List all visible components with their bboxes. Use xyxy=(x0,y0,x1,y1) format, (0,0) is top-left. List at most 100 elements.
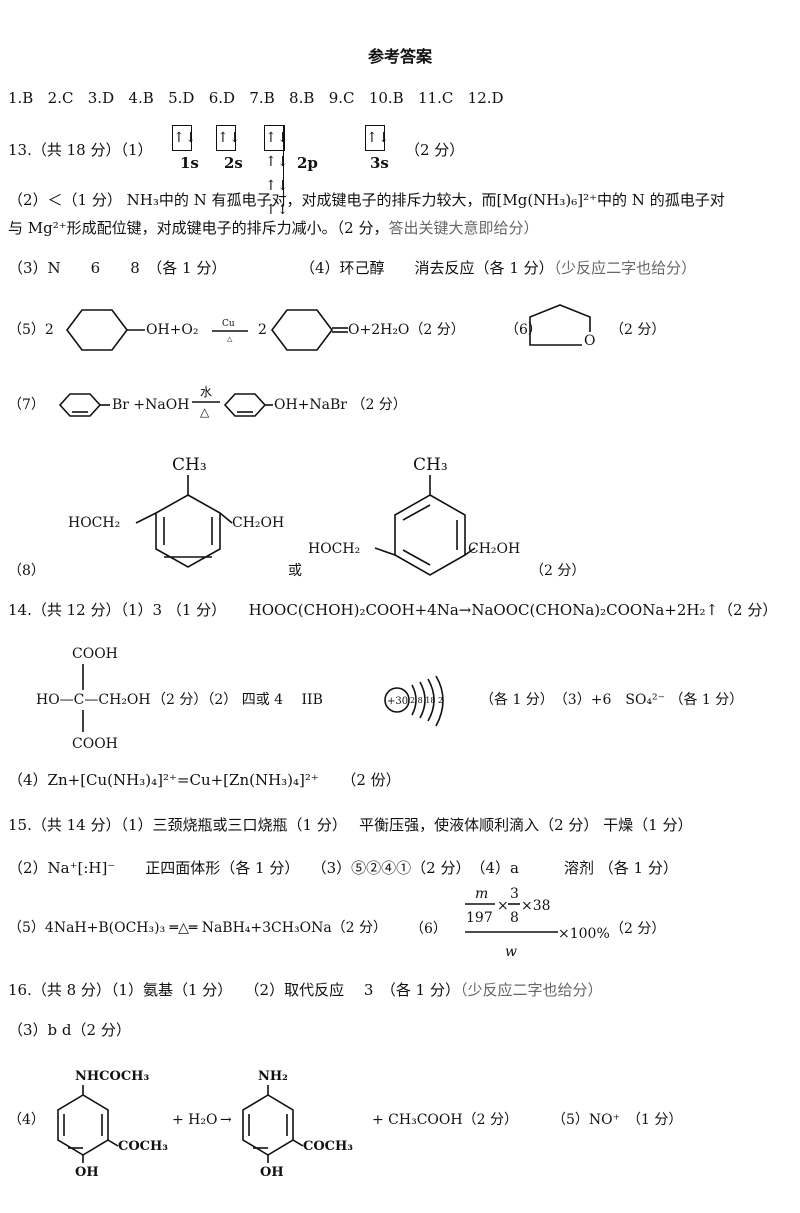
carboxyl: COOH xyxy=(72,736,118,752)
answer: 9.C xyxy=(328,89,355,107)
orbital-2p: ↑↓↑↓↑↓↑↓ xyxy=(264,125,288,218)
bond xyxy=(292,1139,304,1147)
answer: 4.B xyxy=(128,89,154,107)
cyclohexene-ring xyxy=(223,393,267,417)
q13-head: 13.（共 18 分）（1） xyxy=(8,141,153,159)
text: + CH₃COOH（2 分） xyxy=(372,1112,518,1128)
orbital-cell: ↑↓ xyxy=(265,202,289,218)
text: + H₂O xyxy=(172,1112,217,1128)
text: OH+NaBr （2 分） xyxy=(274,397,407,413)
page-title: 参考答案 xyxy=(368,47,433,66)
denominator-197: 197 xyxy=(466,910,493,926)
q14-line3: （4）Zn+[Cu(NH₃)₄]²⁺=Cu+[Zn(NH₃)₄]²⁺ （2 份） xyxy=(8,771,401,789)
note: （少反应二字也给分） xyxy=(553,259,697,277)
score: （2 分） xyxy=(405,141,465,159)
oxygen: O xyxy=(584,333,595,349)
label: （7） xyxy=(8,397,45,413)
text: 与 Mg²⁺形成配位键，对成键电子的排斥力减小。（2 分， xyxy=(8,219,389,237)
text: 16.（共 8 分）（1）氨基（1 分） （2）取代反应 3 （各 1 分） xyxy=(8,981,460,999)
note: 答出关键大意即给分） xyxy=(388,219,539,237)
text: 2 xyxy=(258,322,267,338)
q13-p3: （3）N 6 8 （各 1 分） xyxy=(8,259,227,277)
central-carbon-row: HO—C—CH₂OH xyxy=(36,692,151,708)
score: （2 分） xyxy=(610,322,665,338)
times-100-percent: ×100% xyxy=(558,926,610,942)
orbital-label: 1s xyxy=(180,154,199,172)
orbital-cell: ↑↓ xyxy=(366,130,390,146)
condition: △ xyxy=(227,335,233,343)
q13-p2-line2: 与 Mg²⁺形成配位键，对成键电子的排斥力减小。（2 分，答出关键大意即给分） xyxy=(8,218,539,238)
q16-p4-reaction: （4） NHCOCH₃ COCH₃ OH + H₂O → NH₂ COCH₃ O… xyxy=(8,1069,682,1180)
numerator-m: m xyxy=(475,886,488,902)
q14-p2-3: （各 1 分） （3）+6 SO₄²⁻ （各 1 分） xyxy=(480,692,743,708)
orbital-cell: ↑↓ xyxy=(265,174,288,198)
denominator-8: 8 xyxy=(510,910,519,926)
text: OH+O₂ xyxy=(146,322,199,338)
score: （2 分） xyxy=(610,921,665,937)
answer: 5.D xyxy=(168,89,195,107)
label: （5）2 xyxy=(8,322,54,338)
orbital-label: 2s xyxy=(224,154,243,172)
q16-line1: 16.（共 8 分）（1）氨基（1 分） （2）取代反应 3 （各 1 分）（少… xyxy=(8,980,603,1000)
q15-p6-formula: （6） m 197 × 3 8 ×38 w ×100% （2 分） xyxy=(410,886,665,960)
arrow: → xyxy=(220,1112,232,1128)
q14-p2: （2 分）（2） 四或 4 IIB xyxy=(152,692,323,708)
times-38: ×38 xyxy=(521,898,551,914)
cyclohexane-ring xyxy=(271,309,333,351)
q13-p2-line1: （2）＜（1 分） NH₃中的 N 有孤电子对，对成键电子的排斥力较大，而[Mg… xyxy=(8,191,725,209)
answer: 1.B xyxy=(8,89,34,107)
orbital-cell: ↑↓ xyxy=(217,130,241,146)
bond xyxy=(402,549,431,566)
q14-line1: 14.（共 12 分）（1）3 （1 分） HOOC(CHOH)₂COOH+4N… xyxy=(8,601,778,619)
benzene-ring xyxy=(242,1094,294,1156)
amino-group: NH₂ xyxy=(258,1069,288,1084)
answer: 2.C xyxy=(47,89,74,107)
methyl: CH₃ xyxy=(172,455,207,475)
note: （少反应二字也给分） xyxy=(460,981,603,999)
bond xyxy=(219,512,233,524)
text: （4）环己醇 消去反应（各 1 分） xyxy=(300,259,554,277)
hydroxyl: OH xyxy=(260,1165,284,1180)
orbital-label: 2p xyxy=(297,154,318,172)
acetamido-group: NHCOCH₃ xyxy=(75,1069,149,1084)
thf-ring xyxy=(529,304,591,346)
score: （2 分） xyxy=(530,563,585,579)
q13-p4: （4）环己醇 消去反应（各 1 分）（少反应二字也给分） xyxy=(300,258,696,278)
hydroxymethyl: CH₂OH xyxy=(468,541,520,557)
electron-shells xyxy=(411,675,444,727)
answer: 6.D xyxy=(208,89,236,107)
condition: △ xyxy=(200,405,210,419)
orbital-cell: ↑↓ xyxy=(173,130,197,146)
answer: 11.C xyxy=(418,89,454,107)
bond xyxy=(135,512,157,524)
nuclear-charge: +30 xyxy=(387,696,408,707)
carboxyl: COOH xyxy=(72,646,118,662)
q13-p7-reaction: （7） Br +NaOH 水 △ OH+NaBr （2 分） xyxy=(8,385,407,419)
condition: Cu xyxy=(222,319,235,329)
text: O+2H₂O（2 分） xyxy=(348,322,465,338)
label: （6） xyxy=(410,921,447,937)
q15-p5: （5）4NaH+B(OCH₃)₃ ═△═ NaBH₄+3CH₃ONa（2 分） xyxy=(8,920,388,936)
hydroxymethyl: HOCH₂ xyxy=(68,515,120,531)
hydroxymethyl: CH₂OH xyxy=(232,515,284,531)
benzene-ring xyxy=(57,1094,109,1156)
q13-p8-structures: （8） CH₃ HOCH₂ CH₂OH 或 CH₃ HOCH₂ CH₂OH （2… xyxy=(8,455,585,579)
answer: 12.D xyxy=(467,89,504,107)
orbital-1s: ↑↓ xyxy=(172,125,197,151)
answer: 7.B xyxy=(249,89,275,107)
bond xyxy=(464,547,476,556)
acetyl-group: COCH₃ xyxy=(118,1139,168,1154)
cyclohexene-ring xyxy=(58,393,102,417)
multiple-choice-answers: 1.B 2.C 3.D 4.B 5.D 6.D 7.B 8.B 9.C 10.B… xyxy=(8,88,504,108)
denominator-w: w xyxy=(505,944,517,960)
bond xyxy=(107,1139,119,1147)
label: （6） xyxy=(505,322,542,338)
q15-p2: （2）Na⁺[:H]⁻ 正四面体形（各 1 分） （3）⑤②④①（2 分） （4… xyxy=(8,859,678,877)
q13-p5-reaction: （5）2 OH+O₂ Cu △ 2 O+2H₂O（2 分） （6） O （2 分… xyxy=(8,304,665,351)
text: Br +NaOH xyxy=(112,397,189,413)
label: （8） xyxy=(8,563,45,579)
bond xyxy=(402,504,431,521)
answer: 10.B xyxy=(368,89,404,107)
label: （4） xyxy=(8,1112,45,1128)
